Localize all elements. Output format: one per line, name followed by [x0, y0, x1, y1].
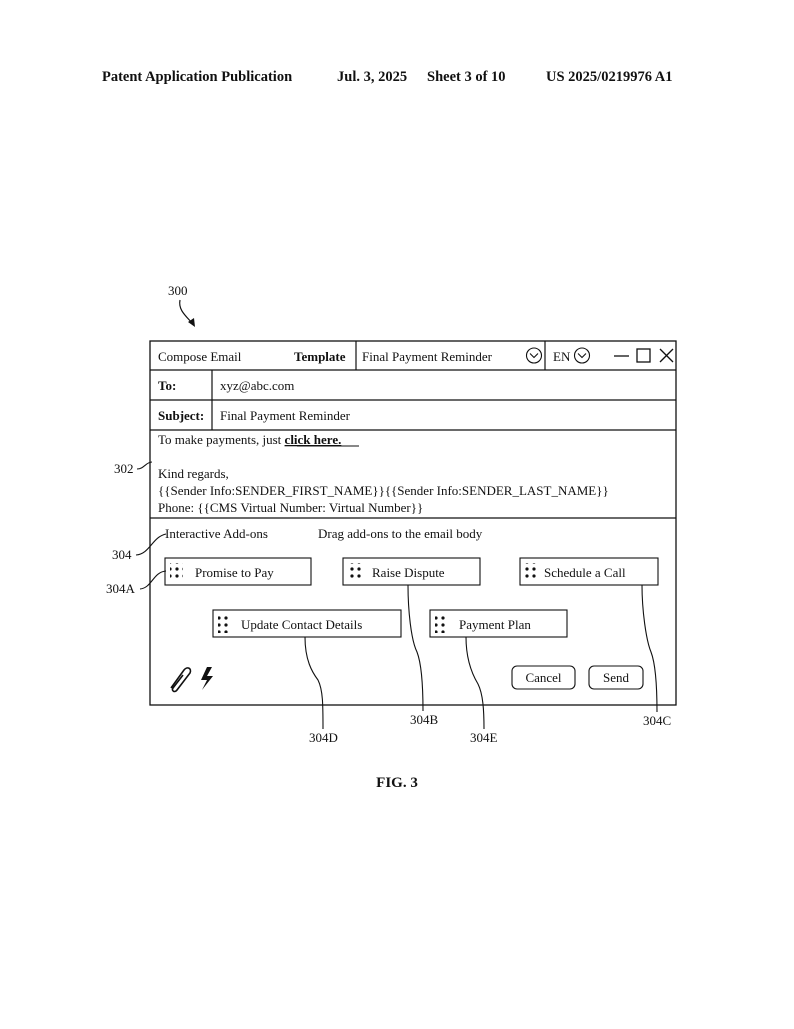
body-regards: Kind regards,: [158, 466, 229, 481]
addon-label: Payment Plan: [459, 617, 531, 632]
maximize-icon[interactable]: [636, 348, 651, 363]
send-button[interactable]: Send: [588, 665, 644, 690]
figure-caption: FIG. 3: [376, 775, 418, 791]
body-sender: {{Sender Info:SENDER_FIRST_NAME}}{{Sende…: [158, 483, 609, 498]
ref-304d: 304D: [309, 730, 338, 745]
addon-label: Raise Dispute: [372, 565, 445, 580]
ref-304e: 304E: [470, 730, 498, 745]
ref-304a: 304A: [106, 581, 136, 596]
paperclip-icon[interactable]: [170, 667, 192, 693]
ref-304c: 304C: [643, 713, 671, 728]
addon-label: Schedule a Call: [544, 565, 626, 580]
template-chevron-down-icon[interactable]: [525, 347, 543, 364]
ref-304b-leader: [407, 584, 424, 712]
ref-304b: 304B: [410, 712, 439, 727]
publication-date: Jul. 3, 2025: [337, 69, 408, 85]
ref-304c-leader: [641, 584, 658, 713]
addon-label: Promise to Pay: [195, 565, 274, 580]
sheet-number: Sheet 3 of 10: [427, 69, 506, 85]
ref-300: 300: [168, 283, 188, 298]
drag-handle-icon[interactable]: [348, 563, 361, 581]
drag-handle-icon[interactable]: [435, 615, 448, 633]
ref-304: 304: [112, 547, 132, 562]
patent-number: US 2025/0219976 A1: [546, 69, 673, 85]
publication-label: Patent Application Publication: [102, 69, 293, 85]
addon-update-contact-details[interactable]: Update Contact Details: [212, 609, 402, 638]
addon-schedule-a-call[interactable]: Schedule a Call: [519, 557, 659, 586]
lightning-icon[interactable]: [201, 667, 213, 690]
window-title: Compose Email: [158, 349, 242, 364]
email-body-line1[interactable]: To make payments, just click here.: [158, 432, 341, 447]
cancel-button[interactable]: Cancel: [511, 665, 576, 690]
drag-handle-icon[interactable]: [218, 615, 231, 633]
close-icon[interactable]: [659, 348, 674, 363]
send-label: Send: [603, 670, 630, 685]
subject-field[interactable]: Final Payment Reminder: [220, 408, 351, 423]
drag-handle-icon[interactable]: [170, 563, 183, 581]
to-label: To:: [158, 378, 176, 393]
language-chevron-down-icon[interactable]: [573, 347, 591, 364]
template-label: Template: [294, 349, 346, 364]
addon-promise-to-pay[interactable]: Promise to Pay: [164, 557, 312, 586]
ref-302: 302: [114, 461, 134, 476]
addon-label: Update Contact Details: [241, 617, 362, 632]
ref-300-arrowhead: [188, 318, 195, 327]
cancel-label: Cancel: [525, 670, 561, 685]
ref-304-leader: [135, 533, 167, 556]
subject-label: Subject:: [158, 408, 204, 423]
addon-raise-dispute[interactable]: Raise Dispute: [342, 557, 481, 586]
drag-handle-icon[interactable]: [525, 563, 538, 581]
ref-302-leader: [136, 461, 153, 470]
ref-304d-leader: [304, 636, 324, 730]
ref-304e-leader: [465, 636, 485, 730]
addons-hint: Drag add-ons to the email body: [318, 526, 483, 541]
body-text-prefix: To make payments, just: [158, 432, 285, 447]
to-field[interactable]: xyz@abc.com: [220, 378, 294, 393]
template-select[interactable]: Final Payment Reminder: [362, 349, 493, 364]
addon-payment-plan[interactable]: Payment Plan: [429, 609, 568, 638]
compose-window: [149, 340, 677, 706]
body-phone: Phone: {{CMS Virtual Number: Virtual Num…: [158, 500, 423, 515]
addons-title: Interactive Add-ons: [165, 526, 268, 541]
language-select[interactable]: EN: [553, 349, 571, 364]
payment-link[interactable]: click here.: [285, 432, 342, 447]
ref-304a-leader: [139, 570, 167, 590]
